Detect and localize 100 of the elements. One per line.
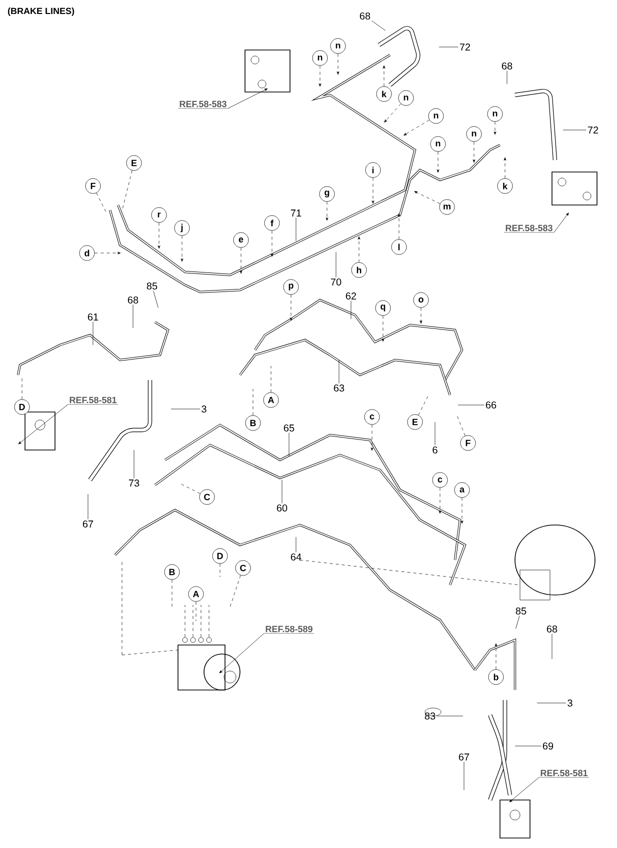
leader-line	[516, 616, 520, 629]
callout-number: 67	[82, 520, 94, 528]
leader-line	[506, 70, 508, 84]
callout-letter: B	[164, 564, 180, 580]
callout-number: 68	[128, 296, 138, 304]
callout-number: 70	[330, 278, 342, 286]
leader-line	[434, 422, 436, 446]
leader-line	[414, 191, 440, 204]
leader-line	[504, 157, 506, 178]
callout-letter: a	[454, 482, 470, 498]
leader-line	[270, 230, 274, 257]
leader-line	[180, 236, 184, 262]
callout-number: 85	[516, 607, 526, 615]
callout-letter: F	[460, 435, 476, 451]
callout-letter: c	[364, 409, 380, 425]
callout-number: 61	[88, 313, 98, 321]
callout-letter: A	[263, 392, 279, 408]
callout-number: 71	[290, 210, 302, 216]
callout-letter: E	[407, 414, 423, 430]
callout-number: 68	[502, 62, 512, 70]
callout-letter: n	[312, 50, 328, 66]
callout-number: 66	[486, 401, 496, 409]
callout-letter: n	[487, 106, 503, 122]
leader-line	[122, 170, 132, 212]
leader-line	[318, 66, 322, 87]
leader-line	[18, 404, 68, 444]
leader-line	[509, 777, 540, 802]
callout-letter: c	[432, 472, 448, 488]
callout-letter: o	[413, 292, 429, 308]
leader-line	[372, 178, 374, 204]
callout-letter: k	[376, 86, 392, 102]
callout-letter: g	[319, 186, 335, 202]
callout-number: 3	[568, 699, 572, 707]
callout-letter: d	[79, 245, 95, 261]
leader-line	[554, 212, 569, 233]
callout-number: 72	[460, 44, 470, 50]
callout-letter: C	[235, 560, 251, 576]
callout-letter: n	[428, 108, 444, 124]
callout-letter: i	[365, 162, 381, 178]
callout-letter: n	[398, 90, 414, 106]
callout-letter: e	[233, 232, 249, 248]
leader-line	[158, 222, 160, 249]
callout-letter: f	[264, 215, 280, 231]
reference-label: REF.58-583	[178, 100, 228, 109]
callout-number: 3	[202, 405, 206, 413]
callout-letter: k	[497, 178, 513, 194]
callout-number: 62	[346, 292, 356, 300]
leader-line	[132, 304, 134, 328]
leader-line	[404, 120, 430, 136]
leader-line	[536, 702, 566, 704]
callout-number: 65	[284, 424, 294, 432]
leader-line	[94, 252, 121, 254]
callout-letter: r	[151, 207, 167, 223]
callout-letter: B	[245, 415, 261, 431]
callout-number: 68	[546, 625, 558, 633]
leader-line	[96, 192, 108, 214]
callout-letter: D	[14, 399, 30, 415]
title: (BRAKE LINES)	[8, 8, 74, 16]
leader-line	[494, 643, 498, 670]
callout-number: 64	[290, 553, 302, 561]
leader-line	[228, 88, 268, 109]
leader-line	[338, 360, 340, 384]
callout-letter: m	[439, 199, 455, 215]
leader-line	[456, 414, 466, 436]
leader-line	[92, 322, 94, 346]
callout-number: 60	[276, 504, 288, 512]
leader-line	[438, 46, 458, 48]
leader-line	[336, 54, 340, 75]
callout-letter: b	[488, 669, 504, 685]
callout-number: 67	[458, 753, 470, 761]
leader-line	[178, 482, 200, 494]
leader-line	[240, 248, 242, 274]
callout-number: 69	[542, 742, 554, 750]
callout-number: 73	[128, 479, 140, 487]
leader-line	[290, 294, 292, 321]
leader-line	[438, 488, 442, 514]
leader-line	[270, 366, 272, 392]
leader-line	[371, 20, 386, 31]
leader-line	[458, 404, 484, 406]
callout-letter: C	[199, 489, 215, 505]
callout-number: 68	[360, 12, 370, 20]
callout-letter: q	[375, 300, 391, 316]
leader-line	[382, 65, 386, 86]
callout-letter: p	[283, 279, 299, 295]
leader-line	[288, 432, 290, 456]
leader-line	[384, 104, 402, 122]
leader-line	[170, 408, 200, 410]
callout-number: 6	[432, 446, 438, 454]
callout-letter: A	[188, 586, 204, 602]
callout-number: 72	[588, 126, 598, 134]
leader-line	[153, 290, 158, 308]
leader-line	[472, 142, 476, 163]
leader-line	[230, 575, 241, 607]
reference-label: REF.58-589	[264, 626, 314, 634]
callout-letter: j	[174, 220, 190, 236]
leader-line	[398, 213, 400, 240]
leader-line	[219, 633, 264, 674]
leader-line	[418, 394, 430, 416]
leader-line	[370, 424, 374, 451]
reference-label: REF.58-581	[68, 396, 118, 405]
